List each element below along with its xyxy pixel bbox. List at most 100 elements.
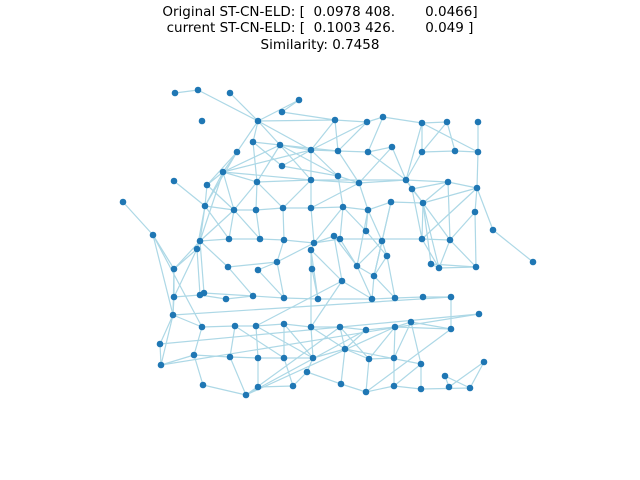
graph-edge xyxy=(152,234,203,328)
graph-node xyxy=(364,148,372,156)
graph-edge xyxy=(281,165,339,177)
graph-edge xyxy=(279,144,339,177)
graph-node xyxy=(489,226,497,234)
graph-edge xyxy=(340,383,367,393)
graph-edge xyxy=(421,122,479,153)
graph-edge xyxy=(334,119,368,123)
graph-node xyxy=(307,246,315,254)
graph-node xyxy=(226,89,234,97)
graph-edge xyxy=(252,120,259,143)
graph-edge xyxy=(152,234,174,316)
graph-edge xyxy=(421,150,456,153)
graph-node xyxy=(249,138,257,146)
graph-node xyxy=(368,295,376,303)
graph-node xyxy=(402,176,410,184)
graph-edge xyxy=(371,275,375,300)
graph-node xyxy=(278,108,286,116)
graph-edge xyxy=(394,326,452,330)
graph-node xyxy=(378,237,386,245)
graph-node xyxy=(307,146,315,154)
graph-edge xyxy=(365,326,396,331)
graph-edge xyxy=(310,121,368,151)
graph-edge xyxy=(339,326,346,350)
title-line-current: current ST-CN-ELD: [ 0.1003 426. 0.049 ] xyxy=(166,20,474,36)
graph-edge xyxy=(283,323,314,359)
graph-node xyxy=(362,227,370,235)
graph-node xyxy=(256,235,264,243)
graph-node xyxy=(307,204,315,212)
graph-edge xyxy=(421,238,440,269)
graph-node xyxy=(391,294,399,302)
graph-node xyxy=(308,265,316,273)
graph-edge xyxy=(454,150,479,153)
graph-edge xyxy=(203,292,254,297)
graph-edge xyxy=(358,179,407,184)
graph-edge xyxy=(257,120,281,146)
graph-node xyxy=(418,235,426,243)
graph-node xyxy=(353,262,361,270)
graph-edge xyxy=(245,326,396,396)
graph-node xyxy=(417,385,425,393)
graph-node xyxy=(362,388,370,396)
graph-node xyxy=(280,320,288,328)
graph-edge xyxy=(159,343,162,366)
graph-edge xyxy=(256,179,312,183)
graph-edge xyxy=(337,150,369,153)
graph-edge xyxy=(283,297,319,300)
graph-edge xyxy=(257,120,312,151)
graph-edge xyxy=(405,179,424,204)
graph-node xyxy=(388,143,396,151)
graph-edge xyxy=(229,92,259,122)
graph-edge xyxy=(411,188,423,240)
graph-edge xyxy=(206,184,235,211)
graph-node xyxy=(334,147,342,155)
graph-edge xyxy=(173,294,201,298)
graph-edge xyxy=(160,314,174,366)
graph-edge xyxy=(469,361,485,389)
graph-node xyxy=(119,198,127,206)
graph-edge xyxy=(447,181,451,241)
graph-edge xyxy=(281,149,312,167)
graph-edge xyxy=(446,121,456,152)
graph-edge xyxy=(229,356,247,396)
graph-edge xyxy=(233,181,258,211)
graph-edge xyxy=(279,144,312,181)
graph-edge xyxy=(371,297,396,300)
graph-node xyxy=(339,203,347,211)
graph-edge xyxy=(422,202,451,241)
graph-edge xyxy=(411,181,449,190)
graph-node xyxy=(198,117,206,125)
graph-node xyxy=(408,185,416,193)
graph-node xyxy=(309,354,317,362)
graph-edge xyxy=(430,263,477,268)
graph-edge xyxy=(367,151,407,181)
graph-edge xyxy=(228,209,235,240)
graph-node xyxy=(336,235,344,243)
graph-edge xyxy=(334,119,339,152)
graph-node xyxy=(198,323,206,331)
graph-node xyxy=(529,258,537,266)
graph-edge xyxy=(337,175,360,184)
graph-edge xyxy=(339,326,370,360)
graph-node xyxy=(466,384,474,392)
graph-edge xyxy=(252,295,285,299)
graph-edge xyxy=(422,181,449,204)
graph-edge xyxy=(342,206,367,232)
graph-edge xyxy=(382,116,423,124)
graph-node xyxy=(289,382,297,390)
graph-node xyxy=(280,236,288,244)
graph-edge xyxy=(337,121,368,152)
graph-edge xyxy=(310,207,315,244)
graph-node xyxy=(427,260,435,268)
graph-node xyxy=(443,118,451,126)
graph-edge xyxy=(367,146,393,153)
graph-edge xyxy=(160,354,195,366)
graph-edge xyxy=(391,146,407,181)
graph-edge xyxy=(313,206,344,244)
graph-edge xyxy=(222,144,281,173)
graph-node xyxy=(473,184,481,192)
graph-edge xyxy=(358,146,393,184)
graph-node xyxy=(254,117,262,125)
graph-node xyxy=(362,326,370,334)
graph-node xyxy=(254,383,262,391)
